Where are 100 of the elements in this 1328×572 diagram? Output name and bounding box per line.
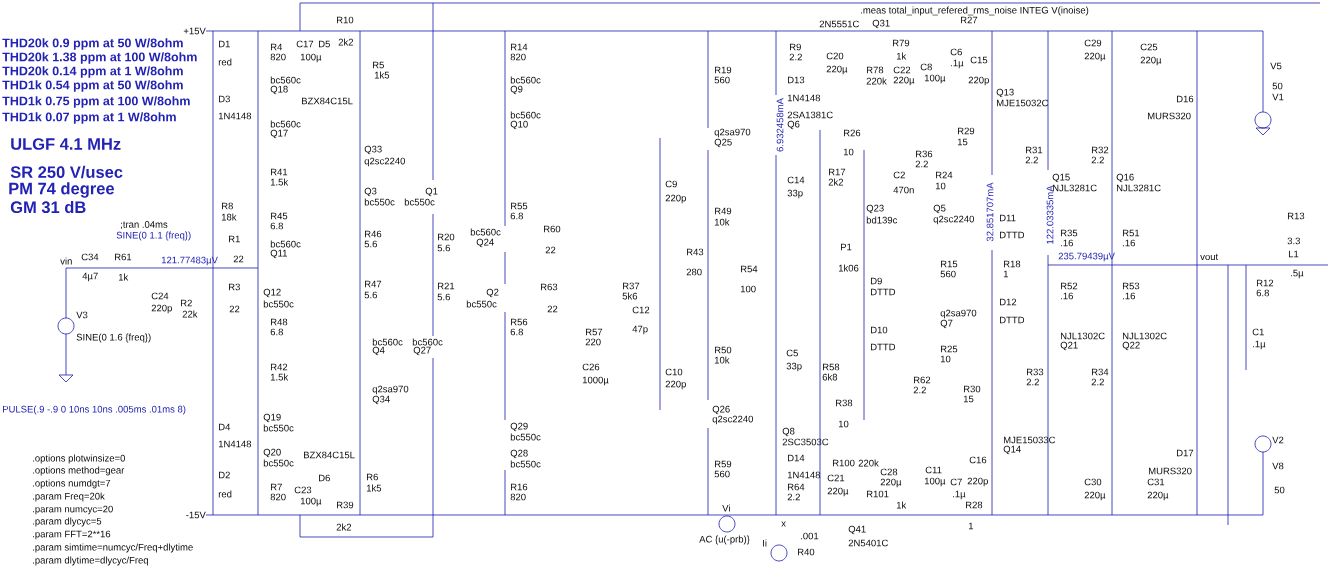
component-label: R7 [271,483,282,491]
component-label: R55 [511,202,528,210]
component-label: MURS320 [1149,467,1192,475]
component-label: 2SA1381C [787,111,833,119]
component-label: 6.8 [510,328,523,336]
component-label: vin [60,257,72,265]
component-label: AC {u(-prb)} [699,535,750,545]
performance-note: THD1k 0.75 ppm at 100 W/8ohm [2,96,190,108]
component-label: C17 [296,40,314,48]
component-label: R20 [438,233,455,241]
component-label: 6.8 [270,328,283,336]
component-label: 220p [151,304,172,314]
component-label: 820 [510,493,526,501]
component-label: 560 [714,76,730,84]
component-label: Q12 [263,288,281,298]
component-label: Q17 [270,129,288,139]
component-label: V8 [1272,462,1284,470]
component-label: .16 [1123,239,1135,247]
component-label: 10 [940,355,951,363]
component-label: 220µ [1084,52,1106,62]
component-label: 560 [940,270,956,278]
component-label: R37 [623,282,640,290]
component-label: 10k [714,218,730,226]
component-label: NJL3281C [1053,184,1097,192]
component-label: 820 [270,53,286,61]
component-label: 2.2 [1091,156,1104,164]
component-label: 220p [665,194,686,204]
component-label: 15 [963,395,974,403]
spice-directive: .param dlytime=dlycyc/Freq [33,556,148,566]
component-label: Q26 [712,405,730,415]
component-label: C31 [1147,478,1165,486]
component-label: 6.8 [270,222,283,230]
component-label: Q20 [263,448,281,458]
component-label: DTTD [871,343,896,351]
component-label: R14 [511,43,528,51]
current-readout: 32.851707mA [986,182,994,242]
component-label: 6k8 [822,373,838,381]
component-label: 1k [896,52,907,60]
component-label: 2.2 [789,53,802,61]
current-readout: 6.932458mA [776,98,784,152]
component-label: R43 [687,248,704,256]
component-label: Q4 [372,346,385,356]
component-label: 2N5401C [848,539,888,547]
component-label: C24 [151,292,169,300]
component-label: MJE15032C [997,99,1049,107]
component-label: q2sc2240 [712,415,754,425]
component-label: R60 [544,225,561,233]
component-label: R47 [365,280,382,288]
component-label: 2k2 [336,523,352,531]
component-label: R49 [715,207,732,215]
component-label: bc560c [270,240,301,248]
component-label: .1µ [951,59,964,69]
component-label: Q33 [364,145,382,155]
component-label: 220µ [1084,491,1106,501]
performance-note: ULGF 4.1 MHz [11,138,121,150]
component-label: 1.5k [270,373,289,381]
probe-value: PULSE(.9 -.9 0 10ns 10ns .005ms .01ms 8) [3,405,186,415]
probe-value: 121.77483µV [161,256,218,266]
component-label: R41 [271,168,288,176]
component-label: R64 [788,483,805,491]
component-label: red [218,490,232,498]
component-label: Q21 [1060,341,1078,351]
component-label: R101 [867,490,889,498]
component-label: C30 [1084,478,1102,486]
component-label: R56 [511,318,528,326]
component-label: C14 [787,176,805,184]
component-label: R13 [1288,212,1305,220]
component-label: Q9 [510,85,523,95]
component-label: 220µ [880,478,902,488]
component-label: R8 [222,202,233,210]
component-label: MJE15033C [1004,436,1056,444]
component-label: 3.3 [1287,237,1300,245]
component-label: V2 [1272,436,1284,444]
component-label: P1 [841,243,852,251]
component-label: .1µ [953,490,966,500]
component-label: Q2 [486,288,499,298]
spice-directive: .param simtime=numcyc/Freq+dlytime [33,543,193,553]
component-label: 820 [270,493,286,501]
component-label: 1N4148 [218,440,252,448]
component-label: BZX84C15L [304,451,355,459]
component-label: 1k [896,501,907,509]
component-label: 22 [233,255,244,263]
component-label: 22 [229,305,240,313]
component-label: D11 [1000,214,1016,222]
component-label: 10 [935,182,946,190]
component-label: R26 [844,129,861,137]
rail-label: -15V [186,511,206,519]
component-label: 2.2 [1025,156,1038,164]
component-label: bd139c [866,216,898,224]
component-label: bc560c [510,111,541,119]
component-label: R1 [229,235,240,243]
component-label: R62 [914,376,931,384]
component-label: 220µ [827,487,849,497]
component-label: R19 [715,66,732,74]
component-label: C8 [920,63,932,71]
component-label: bc550c [510,433,541,441]
component-label: R36 [916,150,933,158]
component-label: bc560c [470,228,501,236]
component-label: 1N4148 [787,94,821,102]
component-label: R45 [271,212,288,220]
